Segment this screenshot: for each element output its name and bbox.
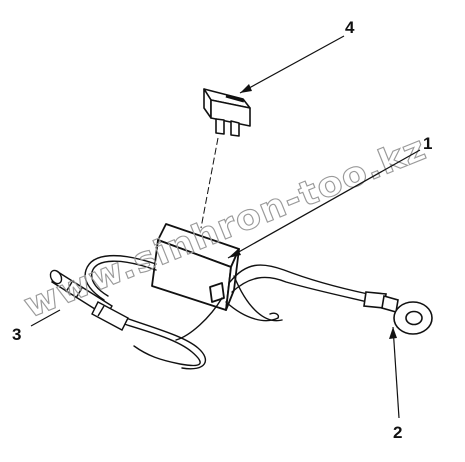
ring-terminal xyxy=(363,291,433,335)
arrowheads xyxy=(228,84,397,339)
wire-end-terminal xyxy=(49,269,129,331)
callout-3: 3 xyxy=(12,325,21,344)
wiring-harness xyxy=(84,255,369,370)
callout-2: 2 xyxy=(393,423,402,442)
callout-1: 1 xyxy=(423,134,432,153)
blade-fuse xyxy=(203,88,251,137)
callout-4: 4 xyxy=(345,18,355,37)
leader-lines xyxy=(30,35,421,419)
assembly-line xyxy=(200,137,219,229)
